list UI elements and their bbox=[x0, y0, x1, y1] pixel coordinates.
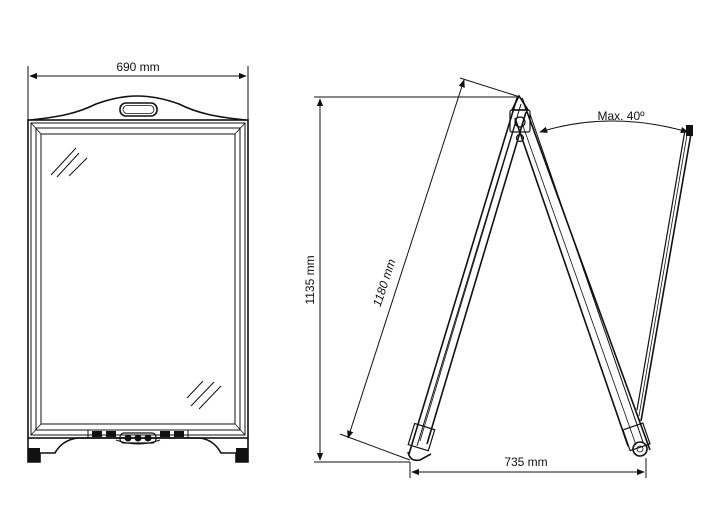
sign-frame bbox=[27, 119, 249, 439]
base-spread-label: 735 mm bbox=[504, 455, 547, 469]
height-label: 1135 mm bbox=[303, 255, 317, 304]
front-view: 690 mm bbox=[27, 60, 249, 463]
side-view: 1135 mm 1180 mm bbox=[303, 77, 693, 478]
right-leg bbox=[514, 97, 651, 457]
height-dimension: 1135 mm bbox=[303, 96, 520, 463]
carry-handle bbox=[29, 95, 247, 121]
left-leg bbox=[407, 97, 527, 462]
leg-length-label: 1180 mm bbox=[370, 257, 399, 308]
width-dimension: 690 mm bbox=[27, 60, 249, 120]
frame-base bbox=[27, 429, 249, 463]
leg-length-dimension-line bbox=[347, 79, 465, 439]
angle-arc bbox=[539, 120, 689, 134]
width-label: 690 mm bbox=[116, 60, 159, 74]
glass-reflection-top bbox=[50, 147, 88, 178]
opened-panel bbox=[636, 125, 693, 422]
base-spread-dimension: 735 mm bbox=[409, 455, 647, 478]
max-angle-label: Max. 40º bbox=[597, 109, 645, 123]
angle-dimension: Max. 40º bbox=[539, 109, 689, 134]
glass-reflection-bottom bbox=[186, 380, 222, 410]
top-hinge bbox=[509, 94, 531, 143]
